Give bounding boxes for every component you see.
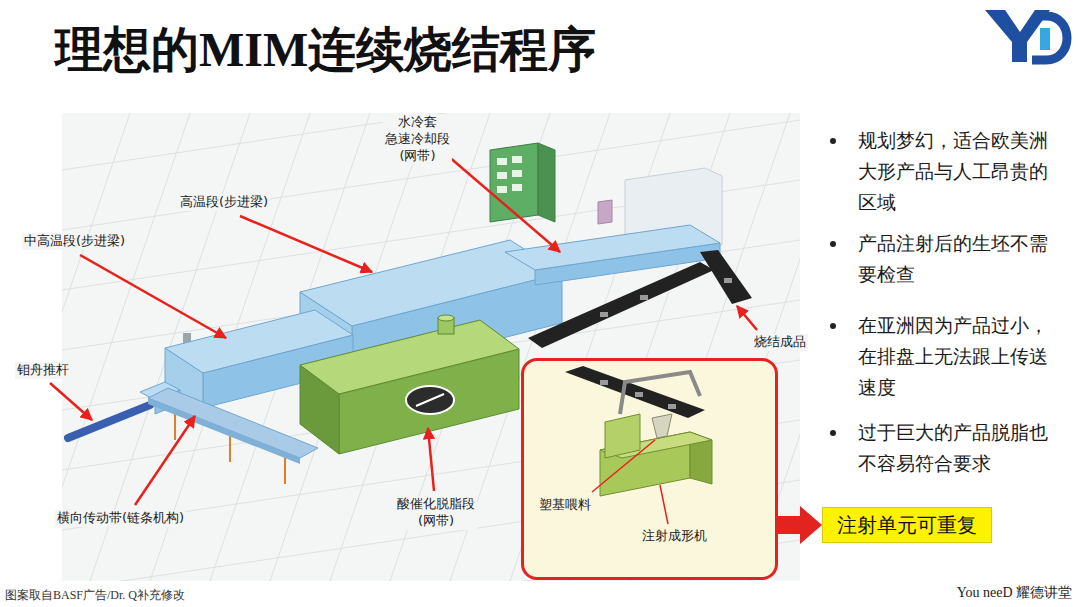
part-label: 烧结成品: [752, 334, 808, 351]
return-belt: [528, 250, 752, 348]
injection-belt: [565, 366, 705, 418]
leader-line: [660, 485, 668, 524]
control-cabinet: [538, 143, 555, 222]
injection-molding-machine: [620, 372, 700, 414]
injection-unit-ground: [522, 359, 777, 579]
logo: [985, 10, 1067, 62]
leader-line: [80, 255, 226, 338]
debinding-section: [416, 394, 444, 406]
control-cabinet: [490, 143, 555, 222]
control-cabinet: [490, 143, 538, 222]
bullet-text: 在亚洲因为产品过小，在排盘上无法跟上传送速度: [858, 310, 1060, 403]
return-belt: [600, 312, 608, 317]
part-label: 钼舟推杆: [15, 362, 71, 379]
part-label: 酸催化脱脂段 (网带): [395, 496, 477, 530]
injection-unit-ground: [522, 359, 777, 579]
bullet-text: 产品注射后的生坯不需要检查: [858, 228, 1060, 290]
leader-line: [240, 216, 372, 272]
highlight-box: 注射单元可重复: [822, 507, 992, 543]
injection-belt: [668, 404, 676, 409]
return-belt: [700, 250, 752, 304]
highlight-text: 注射单元可重复: [823, 508, 991, 542]
logo: [1032, 16, 1067, 60]
control-cabinet: [512, 170, 522, 177]
bullet-dot: [830, 323, 836, 329]
control-cabinet: [512, 184, 522, 191]
debinding-section: [300, 315, 519, 454]
return-belt: [640, 295, 648, 300]
bullet-dot: [830, 138, 836, 144]
part-label: 中高温段(步进梁): [22, 233, 127, 250]
slide-title: 理想的MIM连续烧结程序: [55, 20, 596, 80]
bullet-text: 过于巨大的产品脱脂也不容易符合要求: [858, 417, 1060, 479]
illustration-panel: [0, 60, 910, 607]
floor-grid: [62, 113, 800, 170]
injection-molding-machine: [600, 372, 712, 496]
part-label: 注射成形机: [640, 528, 709, 545]
leader-line: [448, 156, 560, 252]
bullet-dot: [830, 430, 836, 436]
transverse-belt: [148, 388, 318, 484]
leader-line: [592, 440, 655, 492]
unloading-hood: [598, 200, 612, 224]
debinding-section: [406, 386, 454, 414]
debinding-section: [438, 315, 454, 321]
debinding-section: [300, 320, 519, 394]
transverse-belt: [284, 454, 286, 484]
injection-belt: [565, 366, 705, 418]
part-label: 塑基喂料: [537, 497, 593, 514]
leader-line: [50, 383, 92, 420]
control-cabinet: [497, 172, 507, 179]
injection-belt: [600, 380, 608, 385]
control-cabinet: [497, 186, 507, 193]
bullet-text: 规划梦幻，适合欧美洲大形产品与人工昂贵的区域: [858, 125, 1060, 218]
control-cabinet: [497, 158, 507, 165]
leader-line: [428, 428, 434, 491]
leader-line: [737, 306, 757, 330]
control-cabinet: [512, 156, 522, 163]
floor-grid: [62, 113, 800, 581]
injection-belt: [635, 392, 643, 397]
return-belt: [724, 278, 732, 283]
injection-unit-box: 塑基喂料注射成形机: [521, 358, 778, 580]
footer-brand: You neeD 耀德讲堂: [957, 584, 1072, 602]
part-label: 水冷套 急速冷却段(网带): [383, 114, 452, 165]
injection-molding-machine: [605, 414, 640, 458]
leader-line: [50, 156, 757, 505]
return-belt: [528, 262, 714, 348]
part-label: 高温段(步进梁): [178, 194, 270, 211]
leader-line: [135, 416, 195, 505]
injection-molding-machine: [652, 414, 672, 438]
leader-line: [592, 440, 668, 524]
block-arrow: [778, 506, 822, 544]
source-caption: 图案取自BASF广告/Dr. Q补充修改: [5, 588, 185, 604]
part-label: 横向传动带(链条机构): [55, 510, 186, 527]
logo: [1040, 28, 1050, 50]
bullet-dot: [830, 241, 836, 247]
